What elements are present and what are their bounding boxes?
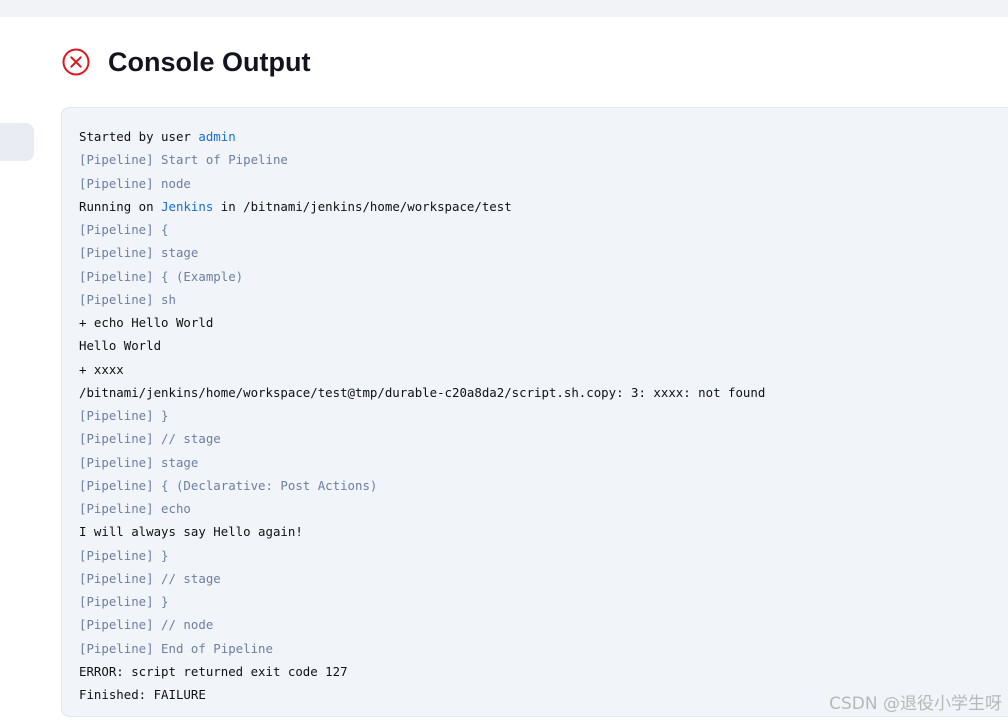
user-link[interactable]: admin (198, 129, 236, 144)
watermark: CSDN @退役小学生呀 (829, 694, 1002, 714)
top-bar (0, 0, 1008, 17)
started-by-text: Started by user (79, 129, 199, 144)
console-line: /bitnami/jenkins/home/workspace/test@tmp… (79, 384, 766, 400)
console-line: [Pipeline] { (Declarative: Post Actions) (79, 477, 378, 493)
console-line: [Pipeline] { (Example) (79, 268, 244, 284)
failure-status-icon (62, 48, 90, 76)
console-line: [Pipeline] } (79, 408, 169, 423)
console-line: [Pipeline] stage (79, 454, 199, 470)
console-line: [Pipeline] } (79, 547, 169, 563)
page-title: Console Output (108, 47, 311, 77)
console-line-started: Started by user admin (79, 125, 1008, 148)
console-line: + xxxx (79, 361, 124, 377)
console-line: Hello World (79, 338, 162, 354)
console-line: [Pipeline] // stage (79, 431, 221, 447)
node-link[interactable]: Jenkins (161, 198, 214, 214)
console-line-running: Running on Jenkins in /bitnami/jenkins/h… (79, 195, 1008, 218)
page-header: Console Output (62, 44, 310, 80)
console-line: [Pipeline] node (79, 175, 191, 191)
workspace-path-text: in /bitnami/jenkins/home/workspace/test (213, 198, 512, 214)
console-line: ERROR: script returned exit code 127 (79, 663, 348, 679)
console-line: [Pipeline] End of Pipeline (79, 640, 273, 656)
running-on-text: Running on (79, 198, 162, 214)
console-line: [Pipeline] } (79, 594, 169, 609)
console-line: [Pipeline] // stage (79, 570, 221, 586)
console-line: [Pipeline] // node (79, 617, 214, 633)
console-output: Started by user admin [Pipeline] Start o… (61, 107, 1008, 717)
console-line: [Pipeline] Start of Pipeline (79, 152, 288, 168)
console-line: [Pipeline] stage (79, 245, 199, 261)
console-line: I will always say Hello again! (79, 524, 303, 540)
console-line: [Pipeline] echo (79, 501, 191, 516)
console-line: + echo Hello World (79, 315, 214, 330)
console-line: [Pipeline] sh (79, 291, 176, 307)
console-line: [Pipeline] { (79, 222, 169, 237)
console-line: Finished: FAILURE (79, 687, 206, 702)
sidebar-selected-item[interactable] (0, 123, 34, 161)
